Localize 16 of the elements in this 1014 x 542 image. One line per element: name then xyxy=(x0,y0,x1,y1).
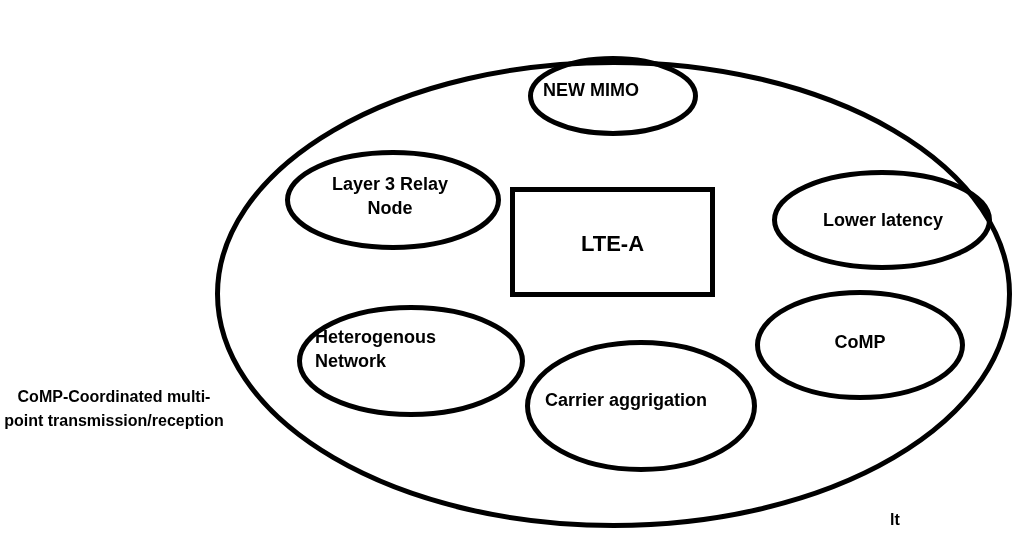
feature-ellipse xyxy=(528,56,698,136)
node-label: Lower latency xyxy=(821,209,944,232)
node-label: CoMP xyxy=(833,331,887,354)
node-label: NEW MIMO xyxy=(543,79,640,102)
node-label: LTE-A xyxy=(579,230,646,258)
feature-ellipse xyxy=(525,340,757,472)
note-text: CoMP-Coordinated multi- point transmission/reception xyxy=(3,387,225,431)
node-label: Heterogenous Network xyxy=(315,326,438,374)
feature-ellipse xyxy=(755,290,965,400)
feature-ellipse xyxy=(285,150,501,250)
feature-ellipse xyxy=(772,170,992,270)
rectangle-box xyxy=(510,187,715,297)
node-label: Layer 3 Relay Node xyxy=(330,173,450,221)
text-fragment: lt xyxy=(889,510,901,530)
feature-ellipse xyxy=(297,305,525,417)
node-label: Carrier aggrigation xyxy=(545,389,709,412)
